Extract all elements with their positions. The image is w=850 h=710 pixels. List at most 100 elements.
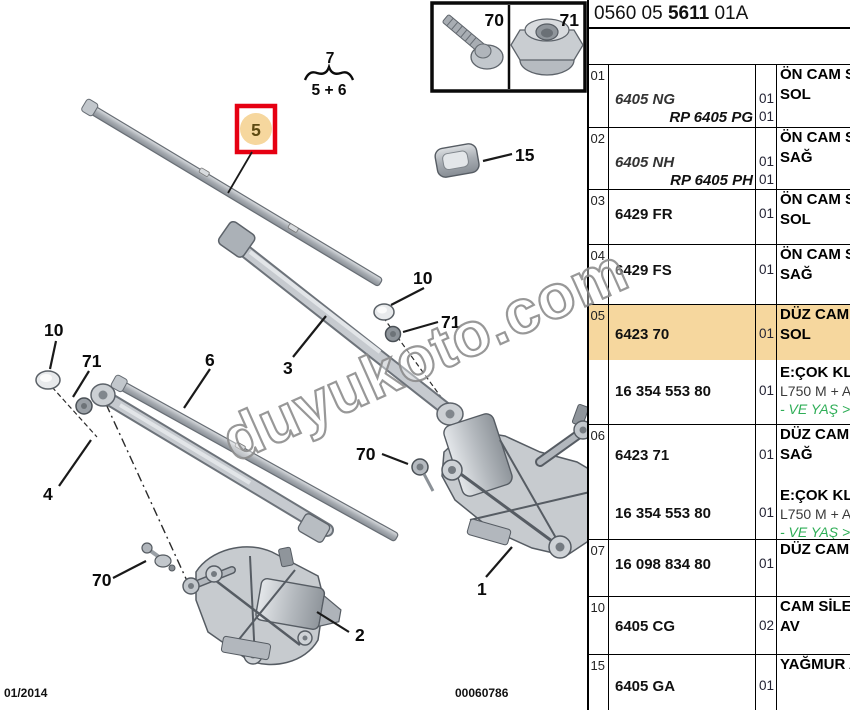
bolt-icon [442,14,504,70]
qty-cell: 01 [756,190,777,244]
row-ref: 07 [589,540,609,596]
overbrace-glyph [303,63,355,81]
parts-table-panel: 0560 05 5611 01A 01 6405 NG RP 6405 PG 0… [587,0,850,710]
qty-cell: 01 [756,655,777,710]
table-row-06[interactable]: 06 6423 71 16 354 553 80 01 01 DÜZ CAM S… [589,425,850,540]
catalog-code: 0560 05 5611 01A [589,0,850,29]
callout-4[interactable]: 4 [43,484,53,504]
table-row-15[interactable]: 15 6405 GA 01 YAĞMUR A [589,655,850,710]
part-cell: 6405 NG RP 6405 PG [609,65,756,127]
desc-cell: ÖN CAM S SOL [777,190,850,244]
part-cell: 6429 FS [609,245,756,304]
callout-70-left[interactable]: 70 [92,570,112,590]
part-number: 6423 71 [615,447,670,464]
part-number: 6405 CG [615,618,676,635]
part-number: 6423 70 [615,326,670,343]
qty: 01 [759,383,775,398]
row-ref: 01 [589,65,609,127]
callout-5[interactable]: 5 [251,120,261,140]
qty-cell: 01 01 [756,305,777,424]
part-number: 6405 NG [615,91,676,108]
qty: 01 [759,556,775,571]
inset-legend: 70 71 [430,1,587,93]
qty: 01 [759,326,775,341]
wiper-arm-3 [217,220,489,479]
row-ref: 06 [589,425,609,539]
part-number: 16 354 553 80 [615,505,711,522]
table-row-05-selected[interactable]: 05 6423 70 16 354 553 80 01 01 DÜZ CAM S… [589,305,850,425]
part-cell: 6405 GA [609,655,756,710]
part-note: - VE YAŞ > [780,524,850,539]
table-row-02[interactable]: 02 6405 NH RP 6405 PH 01 01 ÖN CAM S SAĞ [589,128,850,190]
part-description: CAM SİLEC [780,598,850,615]
callout-10-right[interactable]: 10 [413,268,433,288]
callout-15[interactable]: 15 [515,145,535,165]
part-description: DÜZ CAM S [780,306,850,323]
table-row-07[interactable]: 07 16 098 834 80 01 DÜZ CAM S [589,540,850,597]
inset-nut-label: 71 [560,10,580,30]
part-description: SOL [780,86,811,103]
part-description: SAĞ [780,446,813,463]
group-note-top: 7 [326,50,335,67]
table-row-10[interactable]: 10 6405 CG 02 CAM SİLEC AV [589,597,850,655]
part-description: SOL [780,326,811,343]
table-row-01[interactable]: 01 6405 NG RP 6405 PG 01 01 ÖN CAM S SOL [589,65,850,128]
part-number: 6429 FR [615,206,673,223]
bolt-70-right [411,458,435,492]
part-description: SOL [780,211,811,228]
desc-cell: ÖN CAM S SAĞ [777,128,850,189]
callout-2[interactable]: 2 [355,625,365,645]
qty: 01 [759,447,775,462]
wiper-motor-assembly-1 [441,403,610,559]
qty-cell: 01 01 [756,128,777,189]
part-cell: 6423 70 16 354 553 80 [609,305,756,424]
part-description: E:ÇOK KLİ [780,487,850,504]
table-row-03[interactable]: 03 6429 FR 01 ÖN CAM S SOL [589,190,850,245]
qty: 02 [759,618,775,633]
callout-10-left[interactable]: 10 [44,320,64,340]
part-description: L750 M + A [780,506,850,522]
part-description: ÖN CAM S [780,191,850,208]
callout-71-left[interactable]: 71 [82,351,102,371]
bolt-70-left [141,542,176,572]
qty-cell: 01 [756,245,777,304]
part-description: DÜZ CAM S [780,541,850,558]
qty-cell: 02 [756,597,777,654]
table-row-04[interactable]: 04 6429 FS 01 ÖN CAM S SAĞ [589,245,850,305]
selected-item-marker[interactable]: 5 [227,103,278,194]
page-date: 01/2014 [4,686,48,700]
part-description: L750 M + A [780,383,850,399]
assembly-axis-lines [51,316,498,584]
callout-3[interactable]: 3 [283,358,293,378]
part-description: AV [780,618,800,635]
part-description: ÖN CAM S [780,246,850,263]
qty: 01 [759,172,775,187]
cap-10-left [35,370,61,390]
part-cell: 6423 71 16 354 553 80 [609,425,756,539]
part-note: - VE YAŞ > [780,401,850,417]
row-ref: 03 [589,190,609,244]
row-ref: 05 [589,305,609,424]
callout-70-right[interactable]: 70 [356,444,376,464]
callout-71-right[interactable]: 71 [441,312,461,332]
part-cell: 16 098 834 80 [609,540,756,596]
callout-1[interactable]: 1 [477,579,487,599]
part-description: ÖN CAM S [780,66,850,83]
callout-6[interactable]: 6 [205,350,215,370]
cover-cap-15 [434,143,480,178]
part-cell: 6429 FR [609,190,756,244]
part-number: RP 6405 PH [670,172,753,189]
wiper-motor-assembly-2 [182,546,342,666]
table-subheader [589,29,850,65]
qty-cell: 01 [756,540,777,596]
desc-cell: DÜZ CAM S [777,540,850,596]
qty: 01 [759,678,775,693]
part-description: ÖN CAM S [780,129,850,146]
nut-71-left [75,397,93,415]
document-number: 00060786 [455,686,509,700]
row-ref: 02 [589,128,609,189]
row-ref: 04 [589,245,609,304]
qty-cell: 01 01 [756,425,777,539]
